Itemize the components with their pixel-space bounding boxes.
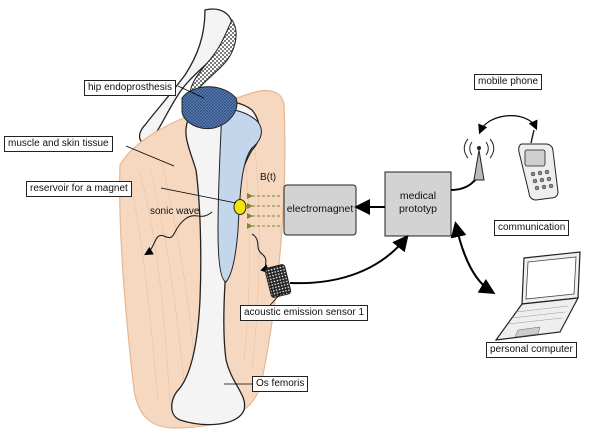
hip-endoprosthesis-label: hip endoprosthesis: [84, 80, 176, 96]
communication-arc-arrow: [480, 116, 536, 132]
communication-label: communication: [494, 220, 569, 236]
antenna-icon: [464, 139, 494, 180]
magnet-reservoir: [234, 200, 246, 215]
reservoir-label: reservoir for a magnet: [26, 181, 132, 197]
personal-computer-label: personal computer: [486, 342, 577, 358]
medical-prototype-line1: medical: [400, 190, 436, 202]
sensor-to-prototype-arrow: [290, 238, 406, 283]
laptop-icon: [496, 252, 580, 340]
medical-prototype-label: medical prototyp: [385, 190, 451, 216]
mobile-phone-label: mobile phone: [474, 74, 542, 90]
sonic-wave-label: sonic wave: [150, 206, 199, 218]
electromagnet-label: electromagnet: [284, 203, 356, 216]
os-femoris-label: Os femoris: [252, 376, 308, 392]
prototype-to-computer-arrow: [456, 225, 492, 292]
medical-prototype-line2: prototyp: [399, 203, 437, 215]
field-b-t-label: B(t): [260, 172, 276, 184]
mobile-phone-icon: [519, 130, 558, 200]
acoustic-sensor-label: acoustic emission sensor 1: [240, 305, 368, 321]
muscle-skin-tissue-label: muscle and skin tissue: [4, 136, 113, 152]
